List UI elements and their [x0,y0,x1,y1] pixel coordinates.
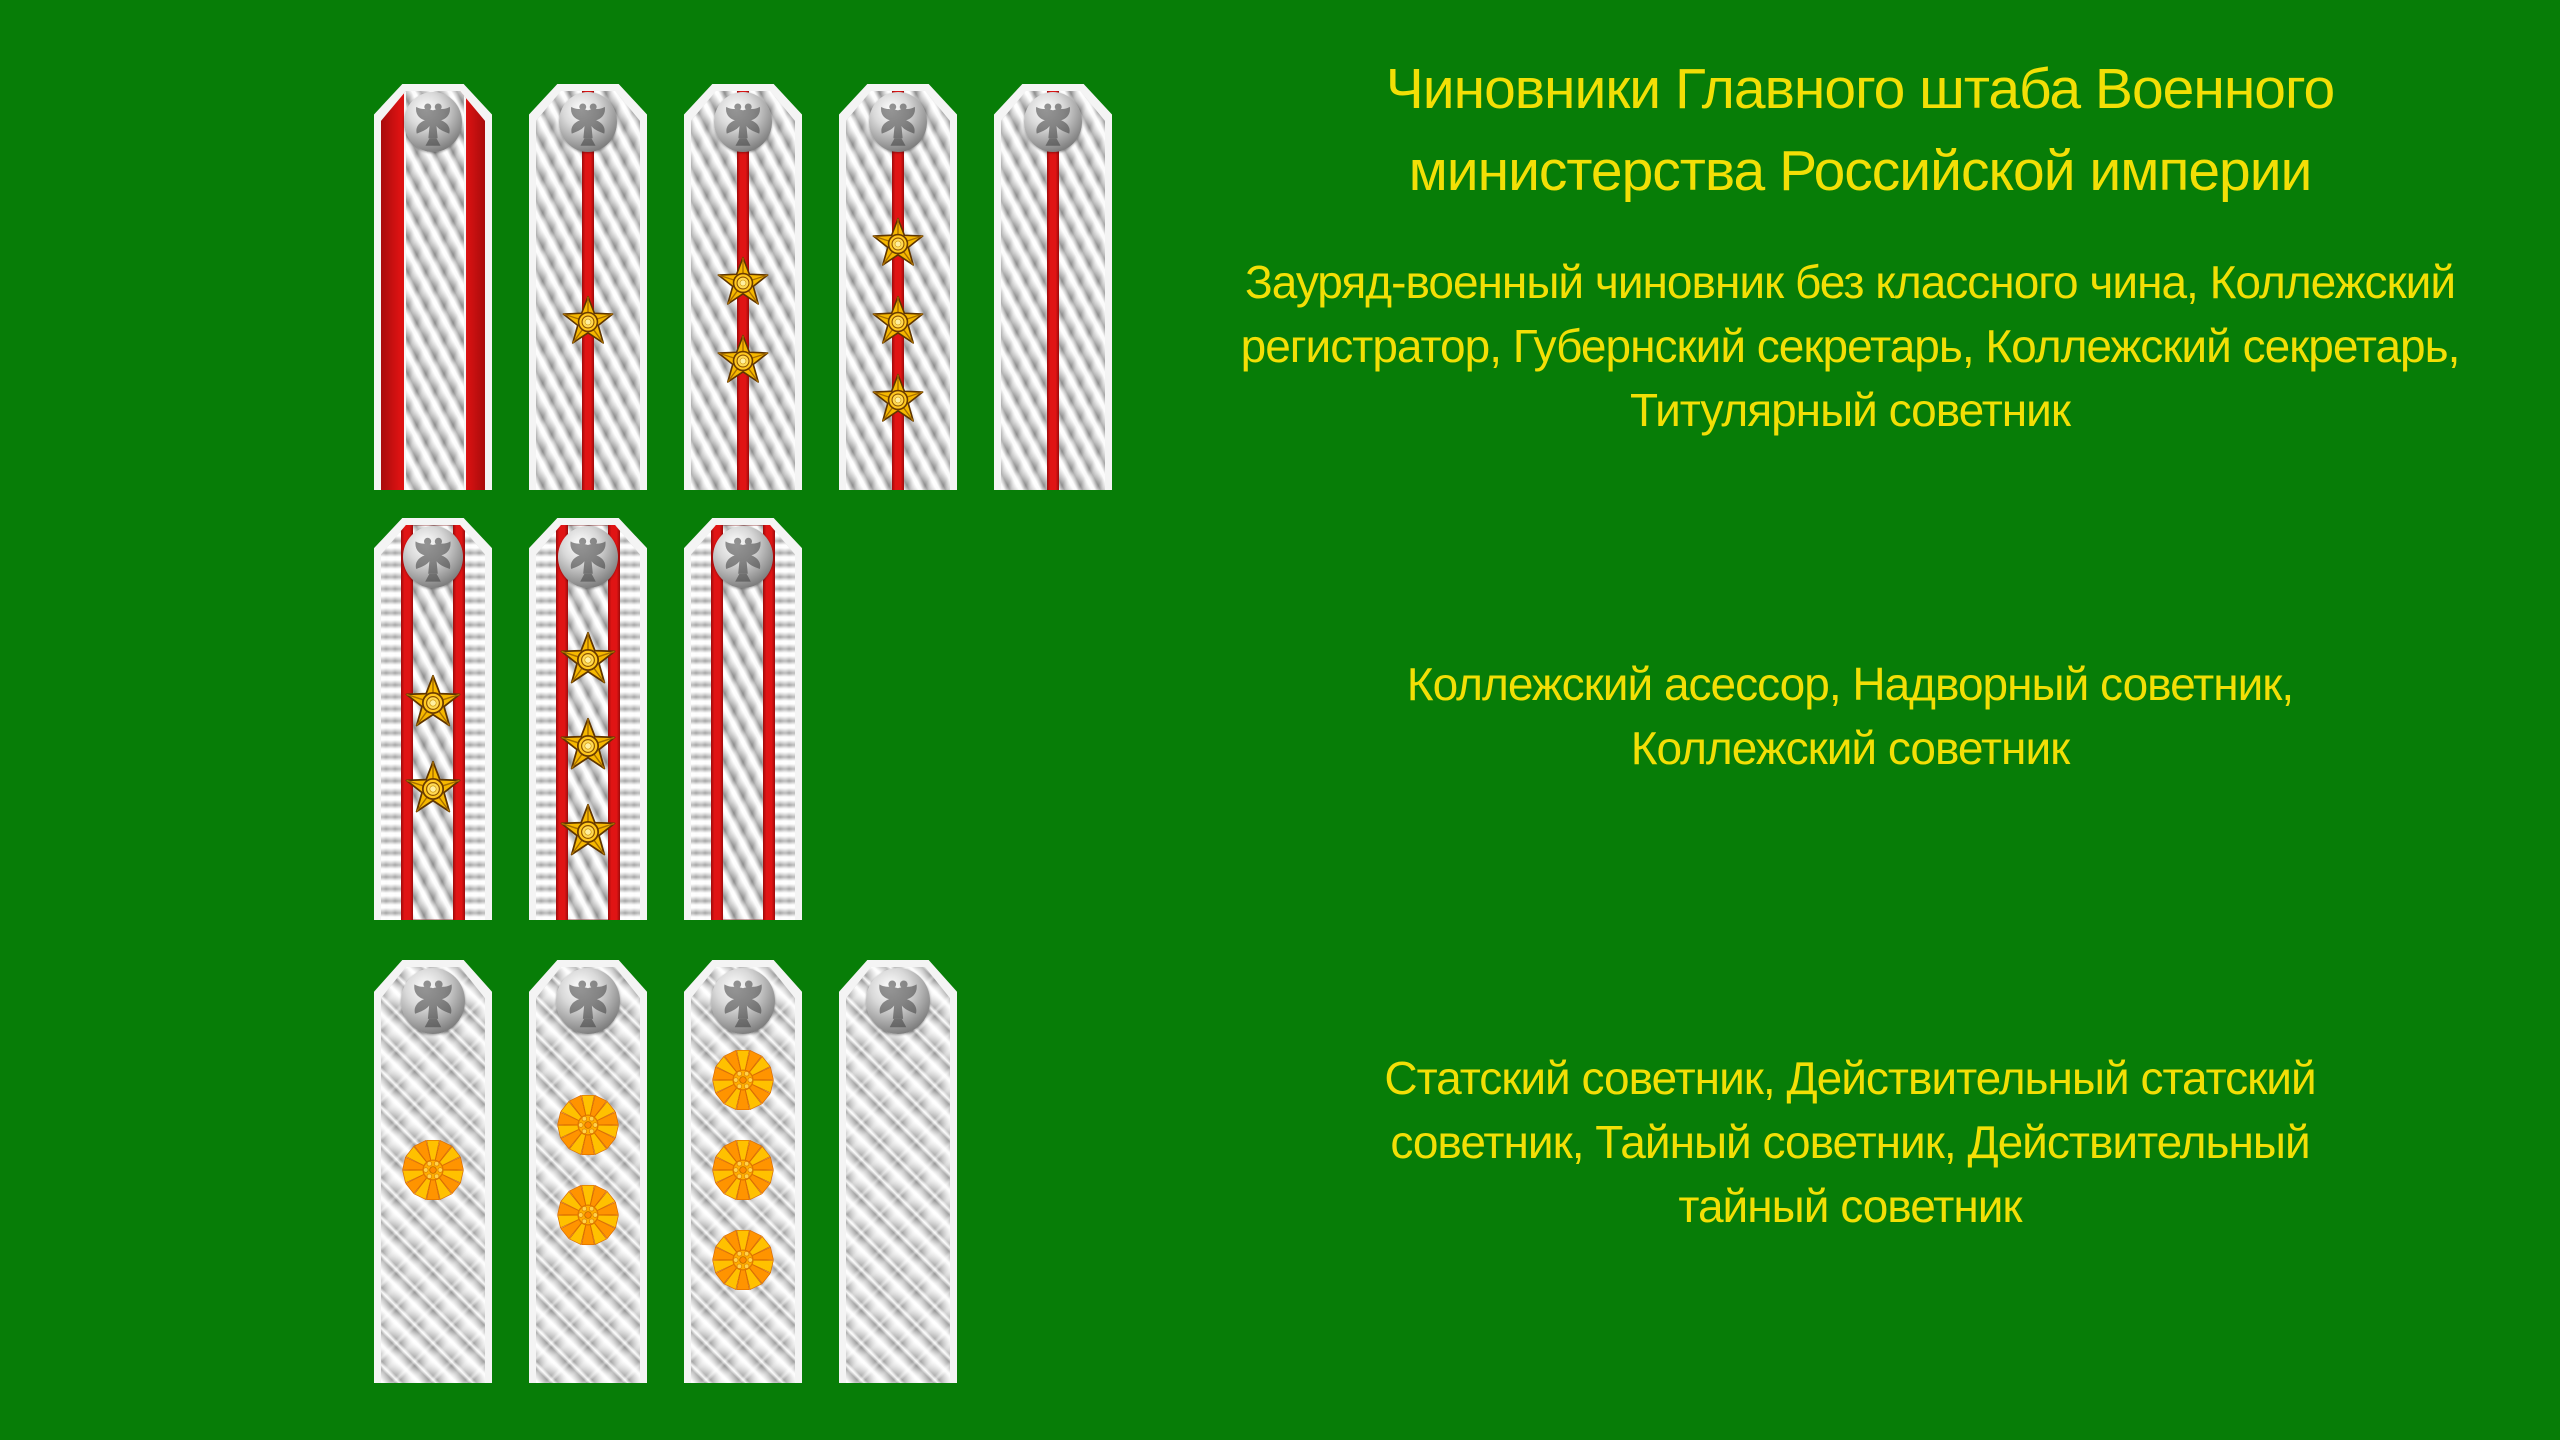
silver-braid [1001,91,1105,490]
shoulder-board [529,960,647,1383]
rank-star-icon [560,631,616,684]
caption-line: тайный советник [1678,1180,2022,1232]
rank-star-icon [717,256,769,305]
eagle-button [713,526,773,588]
red-stripe [763,525,775,920]
eagle-button [869,92,927,152]
caption-line: советник, Тайный советник, Действительны… [1390,1116,2310,1168]
lace-edge [464,525,485,920]
eagle-button [558,526,618,588]
shoulder-board [374,518,492,920]
shoulder-board [374,960,492,1383]
shoulder-board [684,84,802,490]
rank-star-icon [717,334,769,383]
rank-star-icon [562,295,614,344]
double-eagle-icon [1036,103,1070,146]
silver-quilted-braid [536,967,640,1383]
shoulder-board [994,84,1112,490]
red-stripe [401,525,413,920]
silver-braid [691,91,795,490]
rank-star-icon [560,717,616,770]
group-1-caption: Зауряд-военный чиновник без классного чи… [1150,250,2550,442]
rank-star-icon [872,295,924,344]
eagle-button [711,968,775,1034]
rank-star-icon [872,217,924,266]
double-eagle-icon [725,537,761,582]
silver-quilted-braid [846,967,950,1383]
rank-rosette-icon [712,1139,774,1201]
rank-rosette-icon [402,1139,464,1201]
eagle-button [404,92,462,152]
eagle-button [401,968,465,1034]
shoulder-board [684,518,802,920]
lace-edge [691,525,712,920]
double-eagle-icon [569,980,607,1028]
rank-rosette-icon [557,1094,619,1156]
shoulder-board [684,960,802,1383]
silver-braid [536,91,640,490]
red-stripe [608,525,620,920]
double-eagle-icon [414,980,452,1028]
group-2-caption: Коллежский асессор, Надворный советник, … [1150,652,2550,780]
eagle-button [403,526,463,588]
eagle-button [556,968,620,1034]
shoulder-board [529,84,647,490]
lace-edge [536,525,557,920]
caption-line: Коллежский советник [1630,722,2071,774]
caption-line: Коллежский асессор, Надворный советник, [1406,658,2294,710]
page-title: Чиновники Главного штаба Военного минист… [1170,48,2550,212]
title-line: министерства Российской империи [1408,139,2313,203]
caption-line: Зауряд-военный чиновник без классного чи… [1244,256,2456,308]
lace-edge [619,525,640,920]
shoulder-board [839,960,957,1383]
double-eagle-icon [724,980,762,1028]
red-side-bands [381,91,485,490]
eagle-button [866,968,930,1034]
shoulder-board [839,84,957,490]
red-stripe [1047,91,1059,490]
double-eagle-icon [415,537,451,582]
double-eagle-icon [881,103,915,146]
rank-star-icon [405,674,461,727]
eagle-button [714,92,772,152]
double-eagle-icon [879,980,917,1028]
red-stripe [453,525,465,920]
double-eagle-icon [416,103,450,146]
double-eagle-icon [571,103,605,146]
shoulder-board [529,518,647,920]
silver-braid [404,91,466,490]
caption-line: регистратор, Губернский секретарь, Колле… [1240,320,2461,372]
shoulder-board [374,84,492,490]
rank-star-icon [872,373,924,422]
red-stripe [556,525,568,920]
silver-braid [846,91,950,490]
lace-edge [774,525,795,920]
lace-edge [381,525,402,920]
caption-line: Титулярный советник [1630,384,2071,436]
rank-rosette-icon [712,1049,774,1111]
eagle-button [1024,92,1082,152]
caption-line: Статский советник, Действительный статск… [1384,1052,2316,1104]
title-line: Чиновники Главного штаба Военного [1385,57,2335,121]
double-eagle-icon [726,103,760,146]
rank-star-icon [405,760,461,813]
silver-braid [381,525,485,920]
red-stripe [582,91,594,490]
rank-star-icon [560,803,616,856]
silver-braid [691,525,795,920]
double-eagle-icon [570,537,606,582]
rank-rosette-icon [557,1184,619,1246]
rank-rosette-icon [712,1229,774,1291]
red-stripe [711,525,723,920]
group-3-caption: Статский советник, Действительный статск… [1150,1046,2550,1238]
eagle-button [559,92,617,152]
